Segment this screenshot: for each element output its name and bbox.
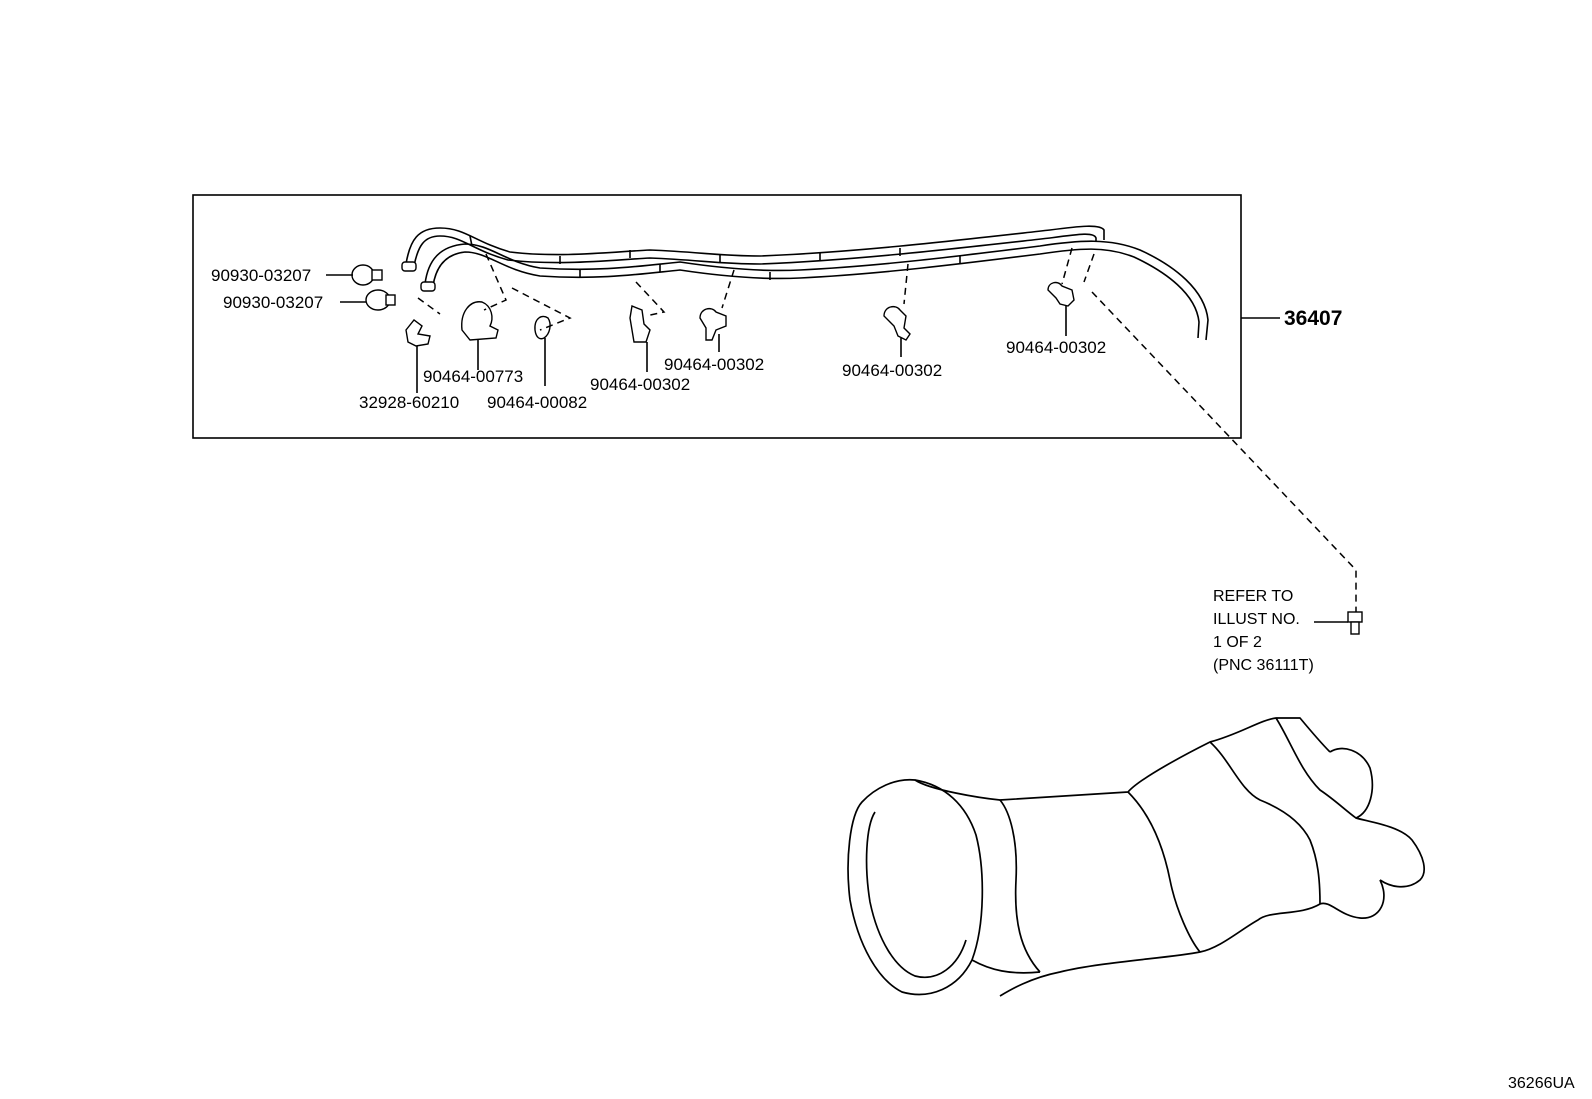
grommet-part-number-1[interactable]: 90930-03207 bbox=[211, 266, 311, 285]
clamp-302-b-icon bbox=[699, 307, 727, 341]
clamp-part-number-082[interactable]: 90464-00082 bbox=[487, 393, 587, 412]
refer-note-line-3: 1 OF 2 bbox=[1213, 634, 1262, 651]
clamp-part-number-302-d[interactable]: 90464-00302 bbox=[1006, 338, 1106, 357]
clamp-part-number-773[interactable]: 90464-00773 bbox=[423, 367, 523, 386]
bracket-icon bbox=[405, 319, 431, 347]
refer-note-line-1: REFER TO bbox=[1213, 588, 1293, 605]
grommet-part-number-2[interactable]: 90930-03207 bbox=[223, 293, 323, 312]
transmission-icon bbox=[847, 717, 1425, 997]
refer-note-line-2: ILLUST NO. bbox=[1213, 611, 1300, 628]
clamp-part-number-302-c[interactable]: 90464-00302 bbox=[842, 361, 942, 380]
bolt-icon bbox=[1347, 611, 1363, 635]
figure-id: 36266UA bbox=[1508, 1075, 1575, 1092]
clamp-773-icon bbox=[461, 301, 499, 341]
hose-upper bbox=[401, 225, 1105, 272]
grommet-icon bbox=[351, 264, 396, 311]
clamp-302-c-icon bbox=[883, 305, 911, 341]
clamp-082-icon bbox=[534, 315, 551, 340]
clamp-part-number-302-b[interactable]: 90464-00302 bbox=[664, 355, 764, 374]
clamp-302-d-icon bbox=[1047, 281, 1075, 307]
clamp-302-a-icon bbox=[629, 305, 651, 343]
dashed-guides bbox=[417, 247, 1357, 612]
clamp-part-number-302-a[interactable]: 90464-00302 bbox=[590, 375, 690, 394]
bracket-part-number[interactable]: 32928-60210 bbox=[359, 393, 459, 412]
hose-joints bbox=[469, 235, 961, 280]
assembly-part-number[interactable]: 36407 bbox=[1284, 307, 1342, 330]
assembly-frame bbox=[192, 194, 1242, 439]
hose-lower bbox=[420, 240, 1209, 341]
leader-lines bbox=[326, 274, 1348, 623]
refer-note-line-4: (PNC 36111T) bbox=[1213, 657, 1314, 674]
